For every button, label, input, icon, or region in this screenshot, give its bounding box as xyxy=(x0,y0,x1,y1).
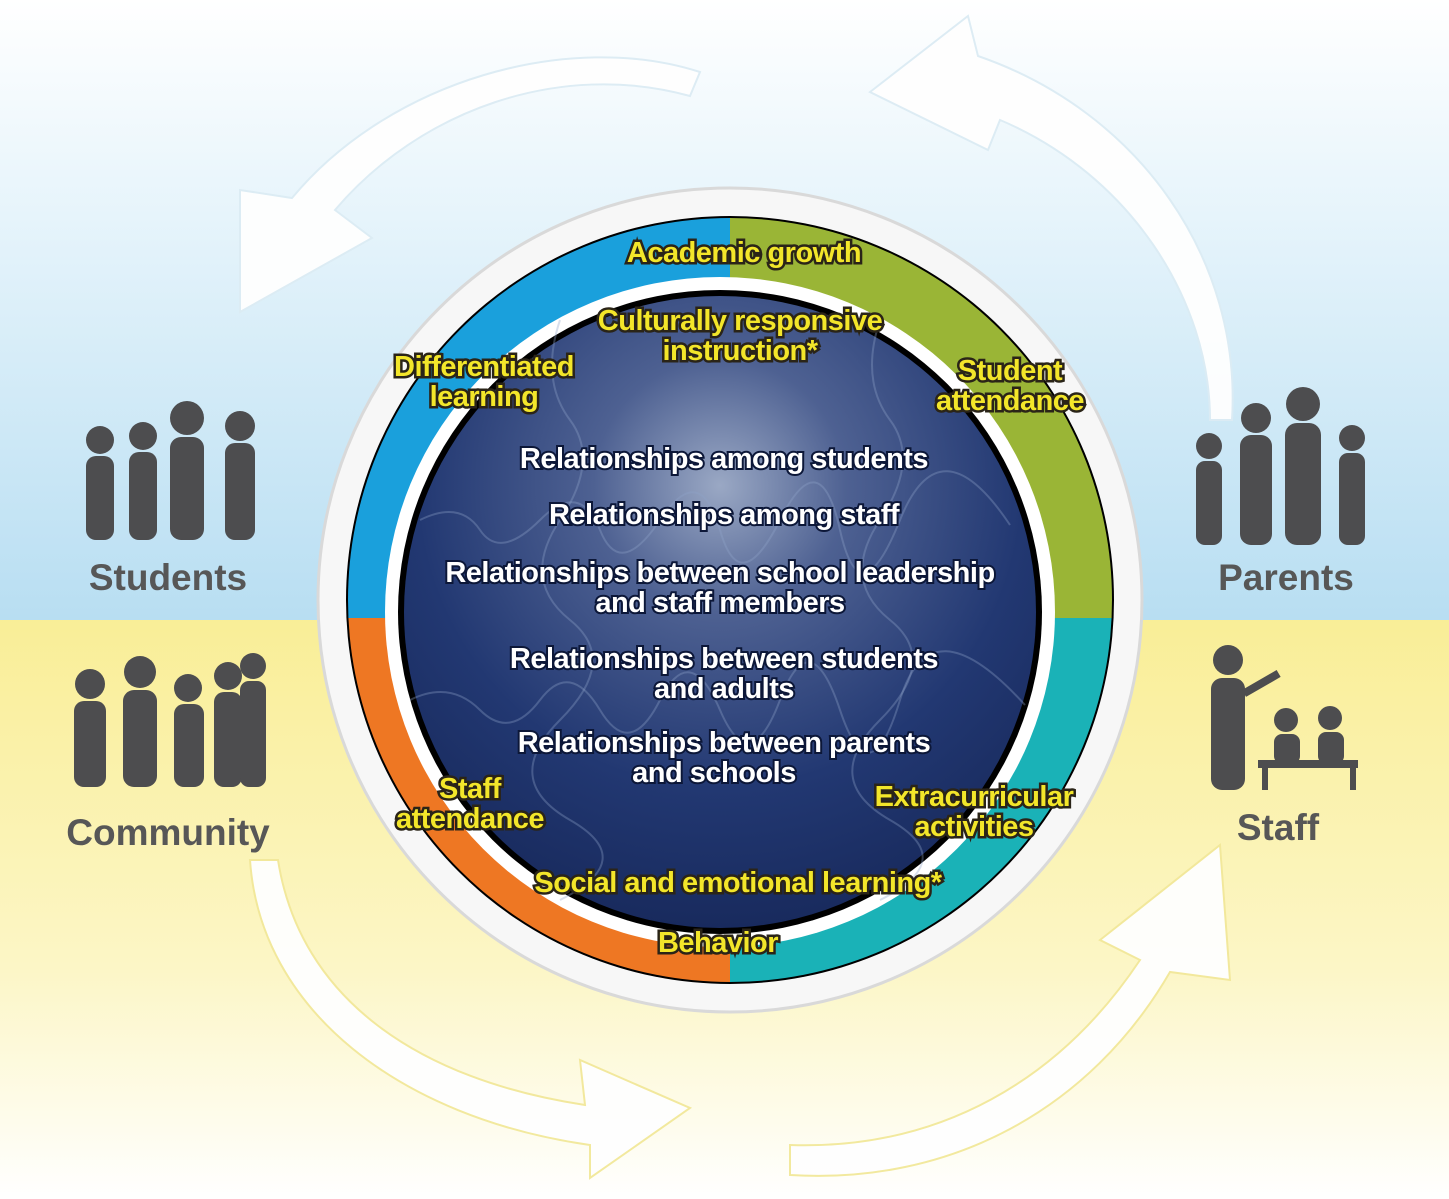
arrow-bottom-left xyxy=(248,859,693,1180)
arrow-top-right xyxy=(868,14,1234,421)
puzzle-pattern xyxy=(409,319,1026,901)
label-behavior: Behavior xyxy=(658,927,778,959)
label-culturally-responsive-1: Culturally responsive xyxy=(598,305,883,337)
core-relationships-leadership-2: and staff members xyxy=(595,587,844,619)
staff-label: Staff xyxy=(1237,807,1320,848)
label-social-emotional: Social and emotional learning* xyxy=(534,867,942,899)
parents-label: Parents xyxy=(1218,557,1354,598)
students-silhouette xyxy=(86,401,255,540)
label-differentiated-2: learning xyxy=(430,381,539,413)
students-label: Students xyxy=(89,557,247,598)
label-culturally-responsive-2: instruction* xyxy=(662,335,818,367)
label-extracurricular-1: Extracurricular xyxy=(875,781,1074,813)
core-relationships-parents-1: Relationships between parents xyxy=(518,727,931,759)
community-silhouette xyxy=(74,653,266,787)
label-student-attendance-2: attendance xyxy=(936,385,1084,417)
label-student-attendance-1: Student xyxy=(958,355,1063,387)
arrow-top-left xyxy=(239,56,702,314)
arrow-bottom-right xyxy=(789,843,1232,1177)
label-staff-attendance-1: Staff xyxy=(439,773,502,805)
cycle-arrows xyxy=(239,14,1234,1180)
label-academic-growth: Academic growth xyxy=(627,237,861,269)
core-relationships-adults-2: and adults xyxy=(654,673,794,705)
label-differentiated-1: Differentiated xyxy=(394,351,574,383)
community-label: Community xyxy=(66,812,270,853)
label-staff-attendance-2: attendance xyxy=(396,803,544,835)
core-circle xyxy=(404,296,1036,928)
core-relationships-students: Relationships among students xyxy=(520,443,928,475)
staff-silhouette xyxy=(1211,645,1358,790)
core-relationships-staff: Relationships among staff xyxy=(549,499,900,531)
core-relationships-leadership-1: Relationships between school leadership xyxy=(445,557,994,589)
label-extracurricular-2: activities xyxy=(914,811,1033,843)
core-relationships-parents-2: and schools xyxy=(632,757,796,789)
parents-silhouette xyxy=(1196,387,1365,545)
core-relationships-adults-1: Relationships between students xyxy=(510,643,938,675)
